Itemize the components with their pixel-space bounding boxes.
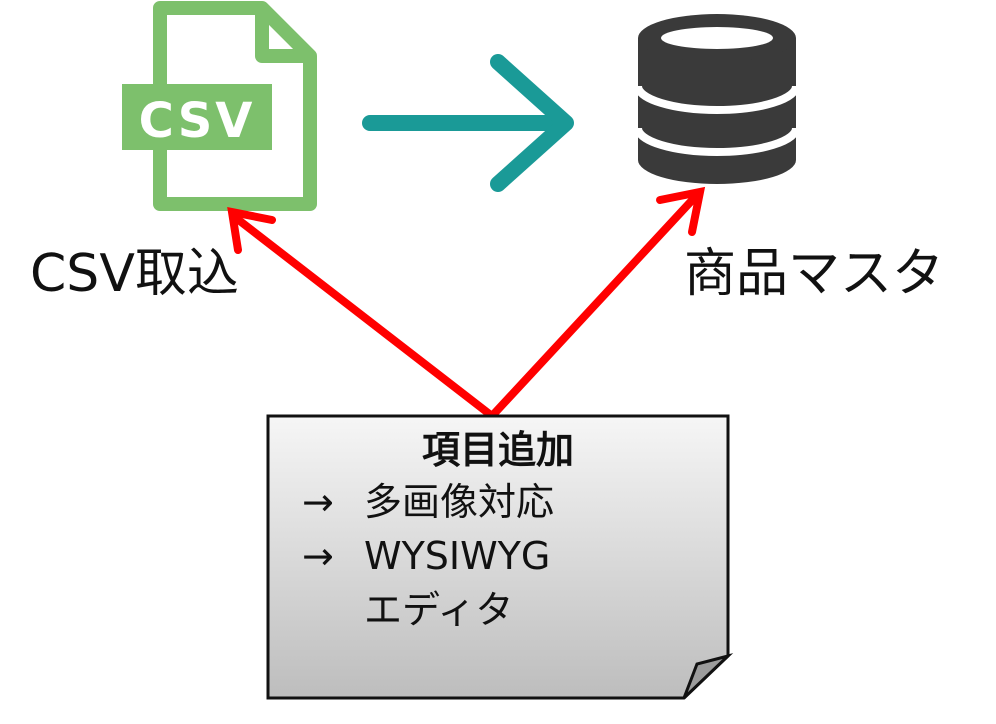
csv-file-icon: CSV (122, 1, 317, 211)
note-item-continuation: エディタ (364, 588, 514, 632)
right-arrow-icon: → (302, 534, 334, 578)
note-title: 項目追加 (421, 428, 574, 472)
csv-import-label: CSV取込 (30, 244, 239, 304)
right-arrow-icon: → (302, 480, 334, 524)
note-item-text: 多画像対応 (364, 480, 555, 524)
product-master-label: 商品マスタ (684, 244, 945, 304)
flow-arrow-icon (362, 54, 574, 192)
note-item-text: WYSIWYG (364, 534, 551, 578)
database-icon (634, 14, 800, 184)
note-item: → 多画像対応 (302, 480, 554, 526)
csv-icon-label: CSV (139, 93, 256, 149)
pointer-arrows (227, 186, 706, 420)
note-item: → WYSIWYG (302, 534, 550, 580)
note-content: 項目追加 → 多画像対応 → WYSIWYG エディタ (270, 418, 726, 698)
note-shape (266, 414, 734, 700)
pointer-arrow-to-database (488, 186, 706, 420)
pointer-arrow-to-csv (227, 206, 496, 420)
